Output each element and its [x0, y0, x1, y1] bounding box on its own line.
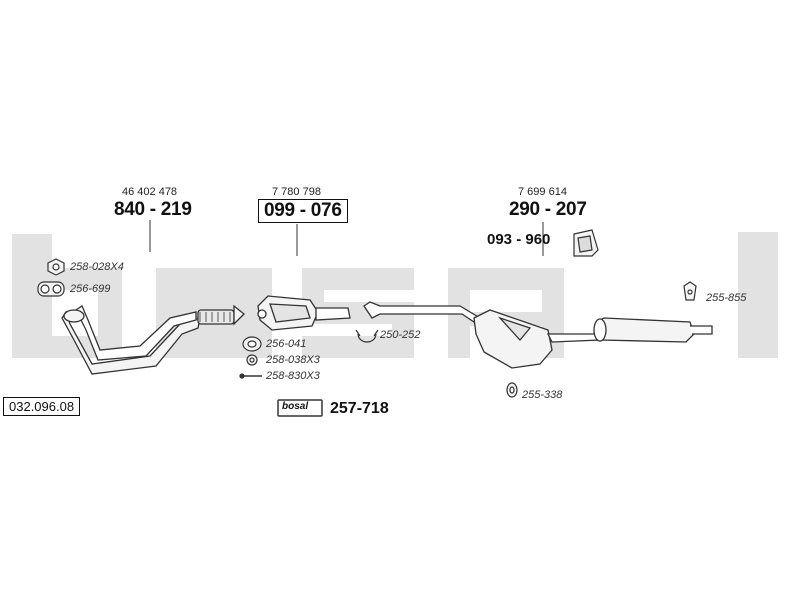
nut-hole-icon	[52, 263, 60, 271]
oem-number-840: 46 402 478	[122, 186, 178, 198]
accessory-256-041[interactable]: 256-041	[266, 338, 307, 350]
kit-logo: bosal	[282, 401, 309, 412]
accessory-258-830x3[interactable]: 258-830X3	[266, 370, 320, 382]
mount-bracket-icon	[573, 229, 599, 257]
accessory-255-338[interactable]: 255-338	[522, 389, 563, 401]
oem-number-099: 7 780 798	[272, 186, 321, 198]
catalytic-converter	[257, 295, 351, 331]
diagram-reference: 032.096.08	[3, 397, 81, 416]
accessory-250-252[interactable]: 250-252	[380, 329, 421, 341]
rubber-mount-icon	[683, 281, 697, 301]
rear-section	[363, 301, 713, 369]
accessory-256-699[interactable]: 256-699	[70, 283, 111, 295]
kit-box-icon	[277, 399, 323, 417]
part-number-099[interactable]: 099 - 076	[258, 199, 348, 223]
accessory-258-038x3[interactable]: 258-038X3	[266, 354, 320, 366]
clamp-icon	[355, 329, 379, 343]
spring-icon	[246, 354, 258, 366]
oem-number-290: 7 699 614	[518, 186, 567, 198]
part-number-840[interactable]: 840 - 219	[114, 199, 192, 220]
gasket-icon	[37, 281, 65, 297]
hanger-ring-icon	[506, 382, 518, 398]
ring-gasket-icon	[242, 336, 262, 352]
part-number-093[interactable]: 093 - 960	[487, 231, 551, 248]
front-pipe	[61, 304, 245, 375]
kit-part-number[interactable]: 257-718	[330, 400, 389, 417]
bolt-head-icon	[239, 373, 245, 379]
part-number-290[interactable]: 290 - 207	[509, 199, 587, 220]
accessory-258-028x4[interactable]: 258-028X4	[70, 261, 124, 273]
accessory-255-855[interactable]: 255-855	[706, 292, 747, 304]
